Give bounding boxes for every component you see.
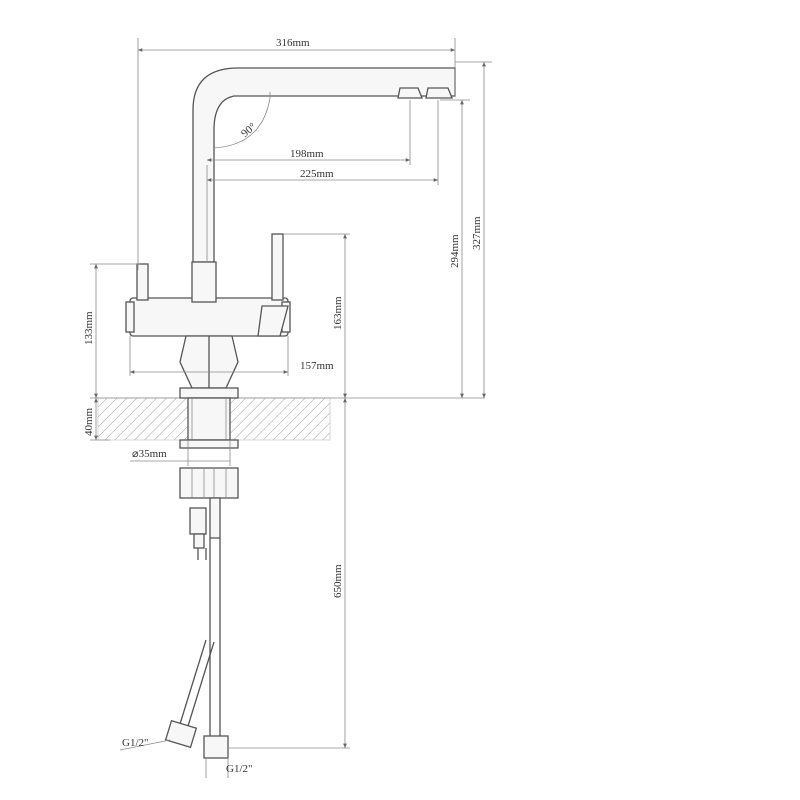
mounting-shank	[179, 387, 239, 449]
spout-angle-marker	[213, 92, 271, 149]
dim-spout-angle: 90°	[239, 121, 259, 140]
dim-mount-thickness: 40mm	[83, 407, 95, 436]
spout	[192, 62, 456, 263]
dim-body-width: 157mm	[300, 360, 334, 372]
dim-thread-left: G1/2"	[122, 737, 149, 749]
dim-body-height: 133mm	[83, 311, 95, 345]
lever-right	[271, 233, 284, 301]
hose-connector-left	[189, 507, 207, 549]
lever-left	[136, 263, 149, 301]
dim-height-327: 327mm	[471, 216, 483, 250]
dim-lever-height: 163mm	[332, 296, 344, 330]
hose-connector-right	[209, 497, 221, 539]
hose-fitting-right	[203, 735, 229, 759]
dim-spout-reach-outer: 225mm	[300, 168, 334, 180]
hose-right	[209, 538, 221, 736]
dim-spout-reach-inner: 198mm	[290, 148, 324, 160]
fixing-nut	[179, 467, 239, 499]
dimension-lines	[90, 38, 492, 778]
dim-height-294: 294mm	[449, 234, 461, 268]
dim-thread-right: G1/2"	[226, 763, 253, 775]
dim-total-width: 316mm	[276, 37, 310, 49]
countertop	[90, 397, 485, 441]
faucet-body	[125, 261, 291, 389]
hose-fitting-left	[164, 719, 198, 749]
dim-shank-diameter: ⌀35mm	[132, 448, 167, 460]
dim-hose-length: 650mm	[332, 564, 344, 598]
hose-left	[179, 548, 215, 727]
